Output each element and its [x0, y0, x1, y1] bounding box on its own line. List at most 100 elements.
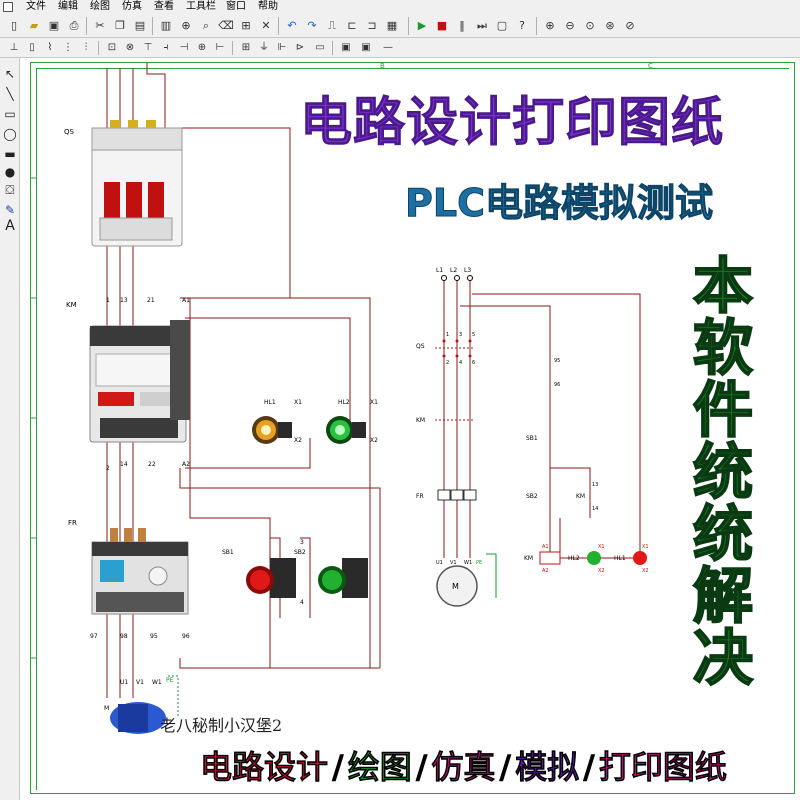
right-label-t1: 1: [446, 332, 449, 338]
vertical-char-6: 解: [692, 562, 754, 632]
grid-icon[interactable]: ⊞: [241, 19, 251, 32]
menu-help[interactable]: 帮助: [258, 1, 278, 12]
capacitor-icon[interactable]: ⊩: [277, 42, 287, 53]
right-hl2-lamp: [587, 551, 601, 565]
triple-switch-icon[interactable]: ⫶: [84, 42, 88, 53]
timer-icon[interactable]: ⊣: [179, 42, 189, 53]
block-icon[interactable]: ▣: [361, 42, 371, 53]
zoom-extra-icon[interactable]: ⊘: [625, 19, 635, 32]
left-label-fr: FR: [68, 519, 77, 527]
ellipse-tool-icon[interactable]: ◯: [3, 127, 17, 141]
window-icon[interactable]: ▢: [496, 19, 508, 32]
left-sb2-button: [318, 558, 368, 598]
new-file-icon[interactable]: ▯: [10, 19, 18, 32]
menu-window[interactable]: 窗口: [226, 1, 246, 12]
contact-icon[interactable]: ⋮: [63, 42, 73, 53]
switch-icon[interactable]: ⌇: [47, 42, 53, 53]
zoom-fit-icon[interactable]: ⊙: [585, 19, 595, 32]
left-label-hl2: HL2: [338, 399, 350, 406]
line-tool-icon[interactable]: ╲: [6, 87, 14, 101]
plugin-icon[interactable]: ⊐: [367, 19, 377, 32]
copy-icon[interactable]: ❐: [115, 19, 125, 32]
link-icon[interactable]: ⊏: [347, 19, 357, 32]
drawing-frame-outer: [30, 62, 795, 794]
left-label-v1: V1: [136, 679, 144, 686]
print-preview-icon[interactable]: ▥: [160, 19, 172, 32]
right-label-w1: W1: [464, 560, 472, 566]
stop-icon[interactable]: ■: [436, 19, 448, 32]
right-label-hl2-x2: X2: [598, 568, 605, 574]
menu-toolbar[interactable]: 工具栏: [186, 1, 216, 12]
filled-rect-icon[interactable]: ▬: [4, 147, 16, 161]
run-icon[interactable]: ▶: [417, 19, 427, 32]
find-icon[interactable]: ⌕: [202, 19, 210, 32]
fuse-icon[interactable]: ⊥: [9, 42, 19, 53]
cut-icon[interactable]: ✂: [95, 19, 105, 32]
pen-icon[interactable]: ✎: [4, 203, 16, 217]
save-icon[interactable]: ▣: [48, 19, 60, 32]
bottom-banner: 电路设计/绘图/仿真/模拟/打印图纸: [200, 742, 727, 788]
coil-icon[interactable]: ⊡: [107, 42, 117, 53]
help-icon[interactable]: ?: [519, 19, 525, 32]
right-label-l2: L2: [450, 267, 457, 274]
menu-edit[interactable]: 编辑: [58, 1, 78, 12]
left-label-t95: 95: [150, 633, 158, 640]
ground-icon[interactable]: ⏚: [259, 42, 269, 53]
filled-ellipse-icon[interactable]: ●: [4, 165, 16, 179]
meter-icon[interactable]: ▣: [341, 42, 351, 53]
menu-draw[interactable]: 绘图: [90, 1, 110, 12]
right-label-sb1: SB1: [526, 435, 538, 442]
tool-x-icon[interactable]: ✕: [261, 19, 271, 32]
left-label-t96: 96: [182, 633, 190, 640]
right-label-qs: QS: [416, 343, 425, 350]
app-icon: [3, 2, 13, 12]
right-label-t13: 13: [592, 482, 598, 488]
print-icon[interactable]: ⎙: [69, 19, 79, 32]
transformer-icon[interactable]: ⊢: [215, 42, 225, 53]
right-label-hl1-x2: X2: [642, 568, 649, 574]
menu-simulate[interactable]: 仿真: [122, 1, 142, 12]
lamp-icon[interactable]: ⊗: [125, 42, 135, 53]
open-file-icon[interactable]: ▰: [29, 19, 39, 32]
relay-icon[interactable]: ⫞: [163, 42, 169, 53]
zoom-icon[interactable]: ⊕: [181, 19, 191, 32]
zoom-in-icon[interactable]: ⊕: [545, 19, 555, 32]
right-km-coil: [539, 551, 561, 565]
left-label-t13: 13: [120, 297, 128, 304]
zoom-out-icon[interactable]: ⊖: [565, 19, 575, 32]
align-icon[interactable]: ▦: [386, 19, 398, 32]
motor-icon[interactable]: ⊕: [197, 42, 207, 53]
left-label-a1: A1: [182, 297, 190, 304]
step-icon[interactable]: ⏭: [477, 19, 487, 32]
rectangle-tool-icon[interactable]: ▭: [4, 107, 16, 121]
undo-icon[interactable]: ↶: [287, 19, 297, 32]
title-sub: PLC电路模拟测试: [405, 181, 714, 226]
plc-icon[interactable]: ▭: [315, 42, 325, 53]
banner-sep-1: /: [332, 748, 344, 787]
connect-icon[interactable]: ⎍: [328, 19, 336, 32]
fill-icon[interactable]: ⛋: [5, 183, 15, 197]
redo-icon[interactable]: ↷: [307, 19, 317, 32]
diode-icon[interactable]: ⊳: [295, 42, 305, 53]
menu-file[interactable]: 文件: [26, 1, 46, 12]
menu-view[interactable]: 查看: [154, 1, 174, 12]
drawing-canvas[interactable]: B C: [20, 58, 800, 800]
zoom-area-icon[interactable]: ⊛: [605, 19, 615, 32]
delete-icon[interactable]: ⌫: [218, 19, 234, 32]
right-label-hl2: HL2: [568, 555, 580, 562]
terminal-icon[interactable]: ⊞: [241, 42, 251, 53]
pause-icon[interactable]: ‖: [459, 19, 465, 32]
frame-col-c: C: [648, 62, 653, 70]
text-tool-icon[interactable]: A: [5, 218, 15, 234]
vertical-char-1: 本: [692, 252, 754, 322]
pointer-icon[interactable]: ↖: [4, 67, 16, 81]
frame-col-b: B: [380, 62, 385, 70]
button-icon[interactable]: ⊤: [143, 42, 153, 53]
left-label-sb1: SB1: [222, 549, 234, 556]
left-qs-breaker: [91, 120, 183, 247]
paste-icon[interactable]: ▤: [134, 19, 146, 32]
left-km-contactor: [89, 320, 190, 443]
right-label-t95: 95: [554, 358, 560, 364]
resistor-icon[interactable]: ▯: [29, 42, 35, 53]
line-icon[interactable]: —: [383, 42, 393, 53]
